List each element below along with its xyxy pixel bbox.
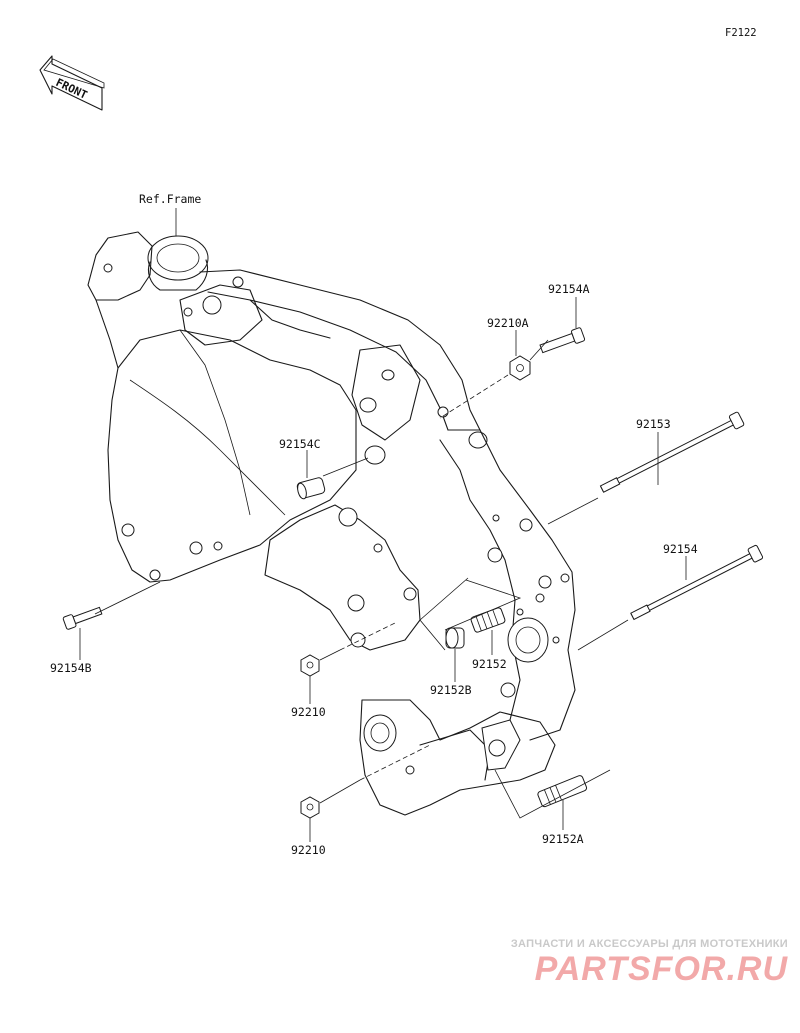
label-leaders (79, 297, 687, 842)
nut-92210-lower[interactable] (300, 796, 320, 819)
front-arrow-icon: FRONT (39, 55, 105, 111)
long-bolt-92153[interactable] (599, 411, 745, 496)
nut-92210-upper[interactable] (300, 654, 320, 677)
label-92210-upper: 92210 (291, 705, 326, 719)
figure-code: F2122 (725, 27, 757, 39)
label-92210-lower: 92210 (291, 843, 326, 857)
watermark-logo: PARTSFOR.RU (534, 950, 788, 988)
watermark-tagline: ЗАПЧАСТИ И АКСЕССУАРЫ ДЛЯ МОТОТЕХНИКИ (510, 938, 788, 950)
label-92154B: 92154B (50, 661, 92, 675)
label-92152: 92152 (472, 657, 507, 671)
collar-92154C[interactable] (296, 477, 326, 500)
motorcycle-frame (87, 231, 576, 816)
label-92154C: 92154C (279, 437, 321, 451)
long-bolt-92154[interactable] (629, 544, 764, 623)
ref-frame-label: Ref.Frame (139, 192, 201, 206)
bolt-92154B[interactable] (62, 605, 103, 630)
label-92153: 92153 (636, 417, 671, 431)
collar-92152B[interactable] (445, 627, 465, 649)
label-92154: 92154 (663, 542, 698, 556)
collar-92152A[interactable] (537, 775, 588, 808)
nut-92210A[interactable] (509, 355, 531, 381)
assembly-guide-lines (94, 339, 629, 819)
label-92154A: 92154A (548, 282, 590, 296)
label-92152A: 92152A (542, 832, 584, 846)
label-92152B: 92152B (430, 683, 472, 697)
bolt-92154A[interactable] (539, 327, 586, 355)
collar-92152[interactable] (470, 607, 506, 633)
label-92210A: 92210A (487, 316, 529, 330)
